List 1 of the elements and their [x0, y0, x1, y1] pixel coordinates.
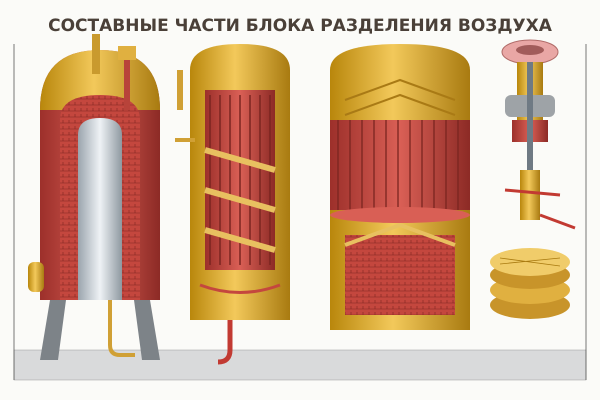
poster-title: СОСТАВНЫЕ ЧАСТИ БЛОКА РАЗДЕЛЕНИЯ ВОЗДУХА [47, 15, 553, 38]
